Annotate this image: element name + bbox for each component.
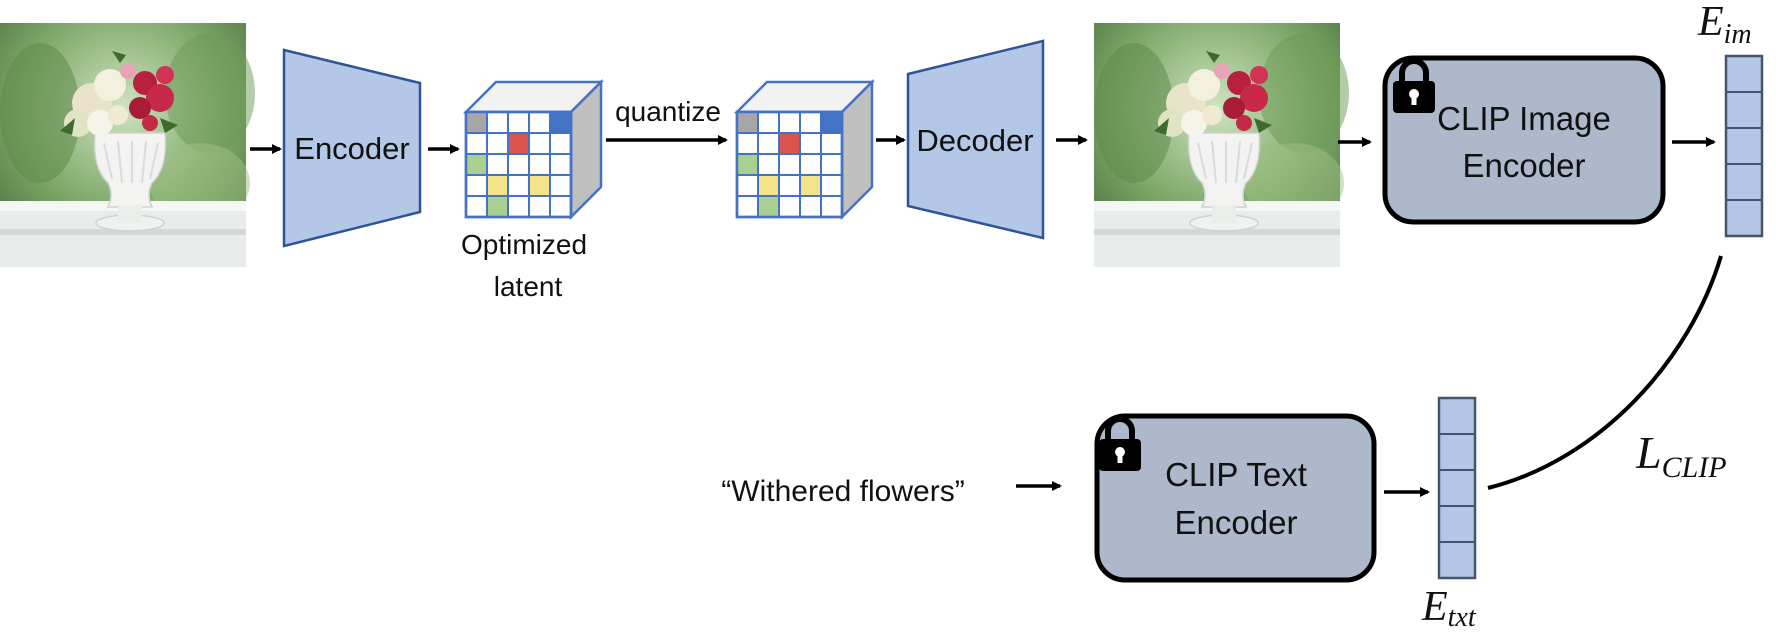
decoder-label: Decoder [916, 123, 1033, 158]
optimized-latent-label-line2: latent [494, 271, 563, 302]
l-clip-label: LCLIP [1635, 427, 1727, 484]
image-embedding-vector [1724, 54, 1764, 238]
input-image [0, 22, 256, 268]
optimized-latent-label-line1: Optimized [461, 229, 587, 260]
optimized-latent-grid [464, 80, 603, 219]
output-image [1093, 22, 1350, 268]
encoder-block [282, 48, 422, 248]
quantize-label: quantize [615, 96, 721, 127]
e-txt-label: Etxt [1421, 584, 1477, 633]
clip-text-encoder-box [1094, 413, 1377, 583]
clip-image-encoder-label-line1: CLIP Image [1437, 100, 1611, 137]
clip-text-encoder-label-line2: Encoder [1175, 504, 1298, 541]
quantized-latent-grid [735, 80, 874, 219]
clip-text-encoder-label-line1: CLIP Text [1165, 456, 1307, 493]
clip-loss-curve [1487, 255, 1723, 490]
clip-image-encoder-box [1382, 55, 1666, 225]
decoder-block [906, 39, 1045, 240]
clip-image-encoder-label-line2: Encoder [1463, 147, 1586, 184]
text-embedding-vector [1437, 396, 1477, 580]
encoder-label: Encoder [294, 131, 409, 166]
e-im-label: Eim [1697, 0, 1752, 50]
text-prompt: “Withered flowers” [721, 475, 964, 508]
